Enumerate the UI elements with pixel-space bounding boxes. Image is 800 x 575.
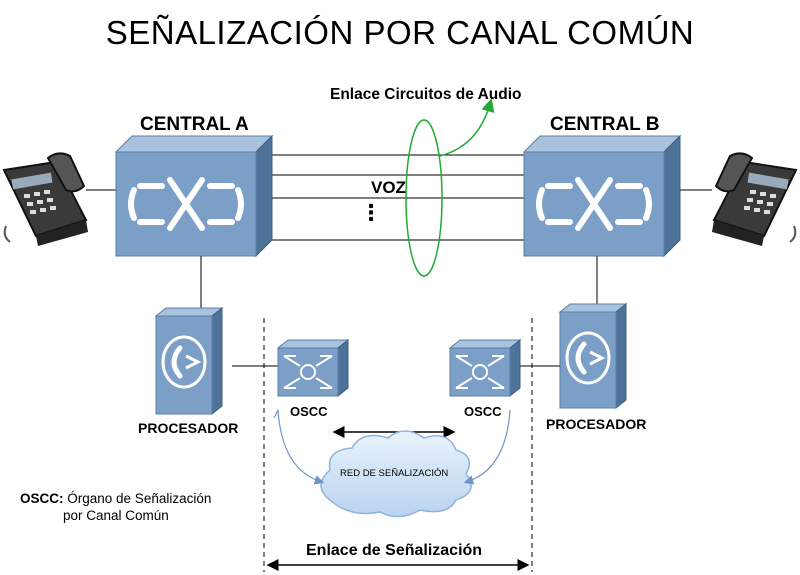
- cloud-label: RED DE SEÑALIZACIÓN: [340, 468, 449, 479]
- oscc-a-box: [276, 338, 350, 398]
- oscc-b-box: [448, 338, 522, 398]
- voz-dots: ⋮: [360, 200, 382, 225]
- processor-b-box: [558, 302, 628, 410]
- voz-label: VOZ: [371, 178, 406, 197]
- processor-a-box: [154, 306, 224, 416]
- legend-definition-2: por Canal Común: [63, 508, 169, 523]
- central-a-switch: [114, 134, 274, 258]
- processor-a-label: PROCESADOR: [138, 420, 239, 436]
- page-title: SEÑALIZACIÓN POR CANAL COMÚN: [105, 14, 695, 51]
- central-b-label: CENTRAL B: [550, 114, 660, 135]
- legend: OSCC: Órgano de Señalización por Canal C…: [20, 490, 211, 524]
- legend-definition-1: Órgano de Señalización: [67, 491, 212, 506]
- telephone-left-icon: [2, 152, 88, 246]
- audio-link-ellipse: [405, 119, 443, 277]
- audio-link-label: Enlace Circuitos de Audio: [330, 86, 522, 103]
- signaling-link-label: Enlace de Señalización: [306, 542, 483, 559]
- processor-b-label: PROCESADOR: [546, 416, 647, 432]
- voice-trunk-lines: [270, 154, 524, 241]
- oscc-b-label: OSCC: [464, 404, 502, 419]
- oscc-a-cloud-arrow: [277, 409, 325, 485]
- signaling-network-cloud: [320, 430, 472, 518]
- oscc-a-label: OSCC: [290, 404, 328, 419]
- telephone-right-icon: [712, 152, 798, 246]
- audio-link-arrow: [439, 98, 495, 157]
- central-a-label: CENTRAL A: [140, 114, 249, 135]
- central-b-switch: [522, 134, 682, 258]
- oscc-b-cloud-arrow: [463, 409, 511, 485]
- legend-term: OSCC:: [20, 491, 64, 506]
